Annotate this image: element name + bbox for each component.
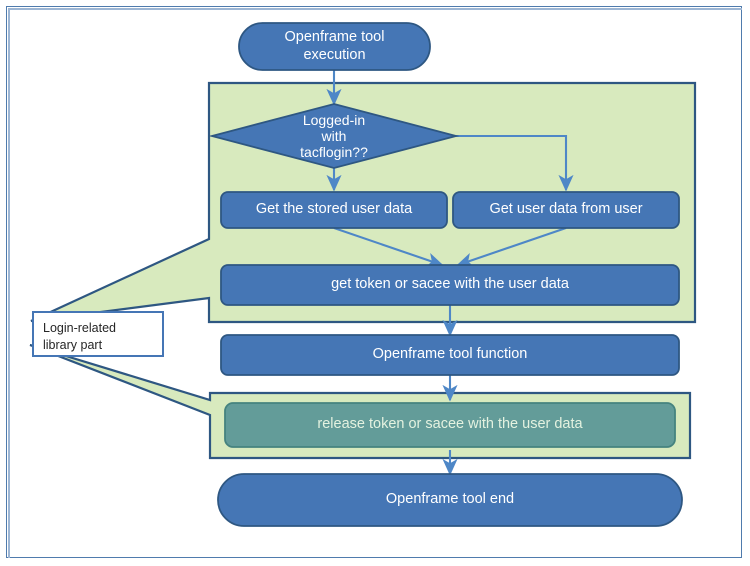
node-tool-function[interactable]	[220, 334, 680, 376]
connectors	[326, 70, 574, 476]
edge-stored-to-gettoken	[333, 227, 444, 268]
page-frame-border	[6, 6, 742, 558]
node-user-data-from-user[interactable]	[452, 191, 680, 229]
callout-login-library-box[interactable]	[32, 311, 164, 357]
node-decision[interactable]	[208, 103, 460, 169]
node-get-token[interactable]	[220, 264, 680, 306]
node-stored-user-data[interactable]	[220, 191, 448, 229]
edge-decision-to-fromuser	[456, 134, 574, 192]
node-release-token[interactable]	[224, 402, 676, 448]
node-start[interactable]	[238, 22, 431, 71]
node-end[interactable]	[217, 473, 683, 527]
edge-fromuser-to-gettoken	[456, 227, 567, 268]
